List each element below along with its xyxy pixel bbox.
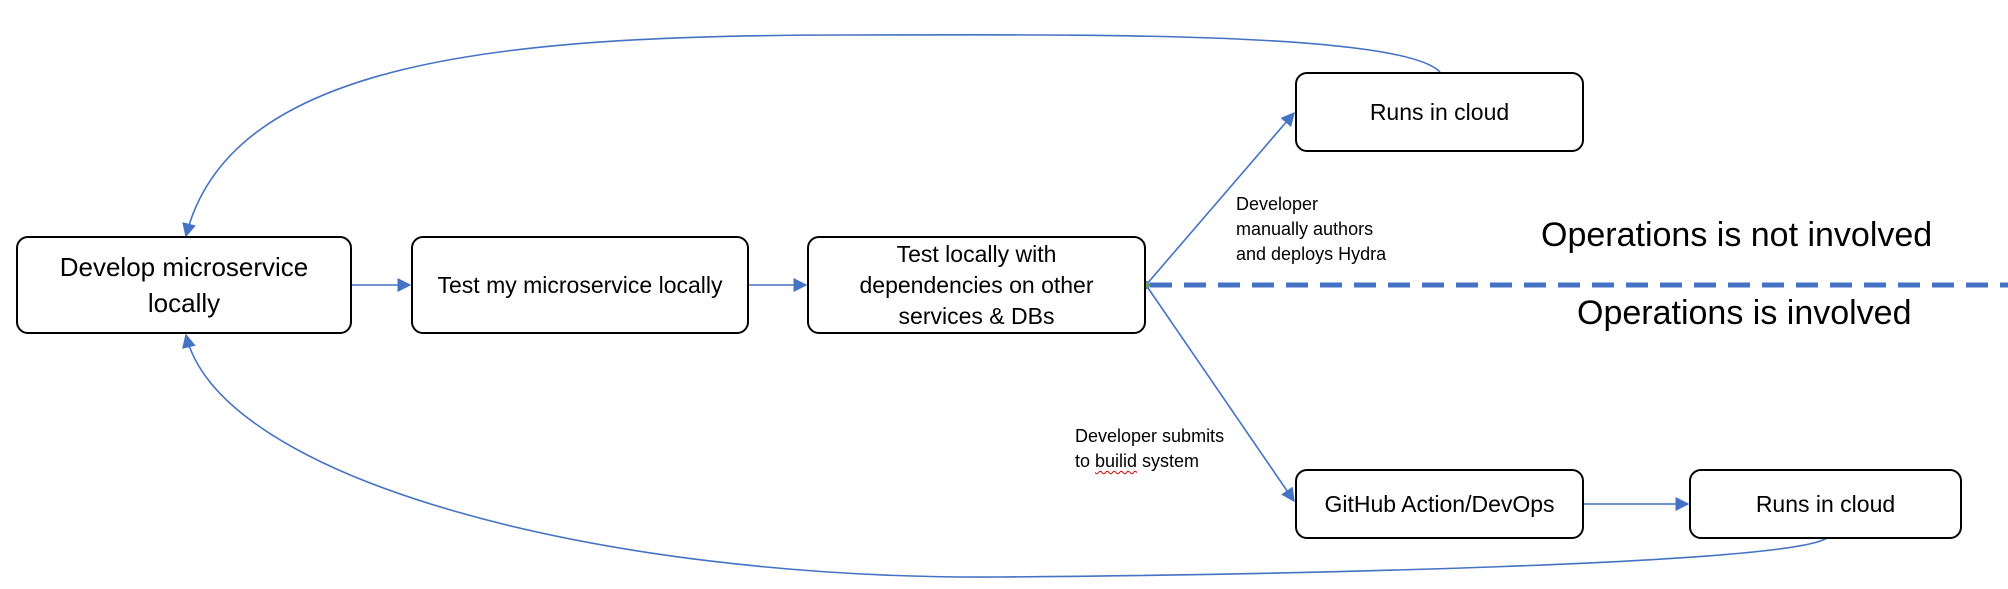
node-github-action-devops: GitHub Action/DevOps xyxy=(1295,469,1584,539)
edge-label-build-submit: Developer submits to builid system xyxy=(1075,424,1224,474)
node-test-local-label: Test my microservice locally xyxy=(437,272,723,298)
node-develop-microservice: Develop microservice locally xyxy=(16,236,352,334)
edge-label-build-submit-line2: to builid system xyxy=(1075,449,1224,474)
node-test-local: Test my microservice locally xyxy=(411,236,749,334)
node-runs-in-cloud-top: Runs in cloud xyxy=(1295,72,1584,152)
node-test-dependencies-label: Test locally with dependencies on other … xyxy=(859,240,1094,329)
zone-label-involved: Operations is involved xyxy=(1577,294,1912,332)
node-runs-in-cloud-bottom-label: Runs in cloud xyxy=(1755,491,1896,517)
edge-label-manual-deploy: Developer manually authors and deploys H… xyxy=(1236,194,1387,264)
loop-arrow-bottom-cloud-to-develop xyxy=(182,333,1829,578)
node-runs-in-cloud-top-label: Runs in cloud xyxy=(1369,99,1510,125)
edge-label-build-submit-prefix: to xyxy=(1075,451,1096,471)
arrow-test-deps-to-github xyxy=(1145,284,1295,503)
edge-label-build-submit-line1: Developer submits xyxy=(1075,426,1225,446)
node-test-dependencies: Test locally with dependencies on other … xyxy=(807,236,1146,334)
node-develop-microservice-label: Develop microservice locally xyxy=(59,252,309,318)
zone-label-not-involved: Operations is not involved xyxy=(1541,216,1933,254)
node-runs-in-cloud-bottom: Runs in cloud xyxy=(1689,469,1962,539)
edge-label-build-submit-suffix: system xyxy=(1137,451,1200,471)
arrow-test-deps-to-runs-cloud-top xyxy=(1145,111,1295,286)
node-github-action-devops-label: GitHub Action/DevOps xyxy=(1324,491,1555,517)
edge-label-build-submit-misspelled: builid xyxy=(1095,451,1138,471)
loop-arrow-top-cloud-to-develop xyxy=(182,34,1441,238)
